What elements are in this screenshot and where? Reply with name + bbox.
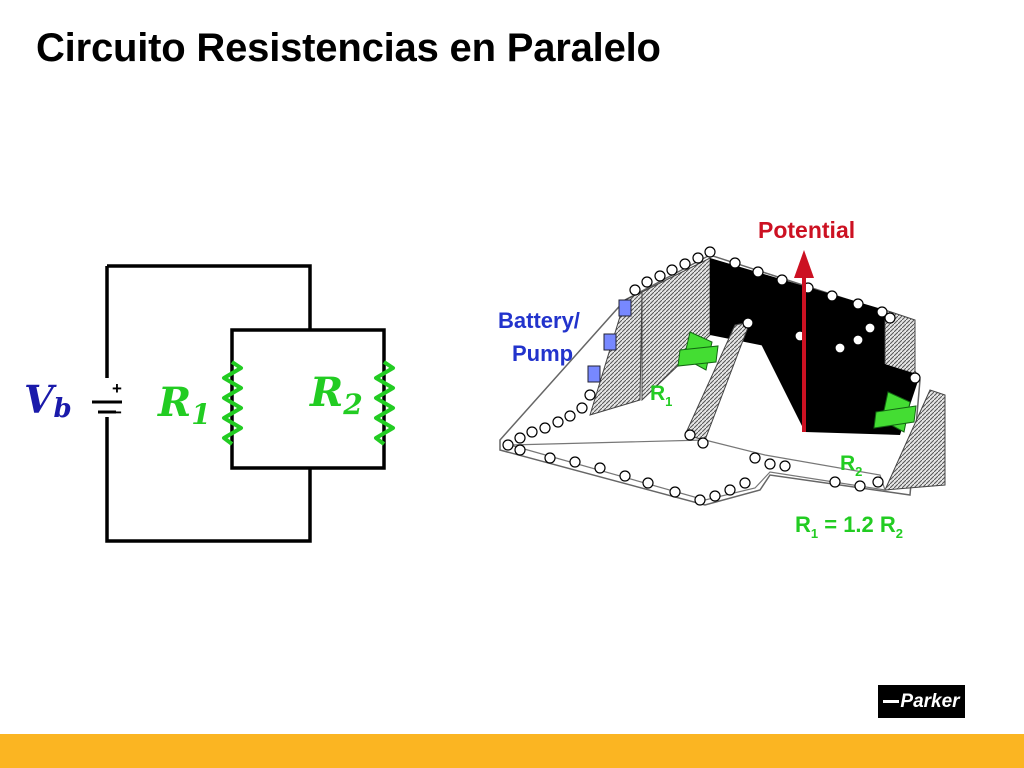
resistor-r2-zigzag	[374, 360, 395, 446]
parker-logo: Parker	[878, 685, 965, 718]
paddle-wheel-r1	[677, 331, 719, 371]
battery-pump-label-line1: Battery/	[498, 308, 580, 333]
potential-arrow	[794, 250, 814, 432]
battery-plus-sign: +	[112, 379, 122, 398]
relation-r1: R	[795, 512, 811, 537]
resistor-r1-symbol: R	[157, 379, 191, 426]
r2-channel-subscript: 2	[855, 464, 862, 479]
paddle-wheel-r2	[873, 391, 917, 433]
circuit-wires	[105, 264, 386, 543]
battery-symbol	[92, 400, 122, 414]
r2-slope	[884, 389, 946, 491]
footer-bar	[0, 734, 1024, 768]
circuit-diagram: + − Vb R1 R2	[24, 264, 395, 543]
middle-basin	[750, 322, 920, 435]
r1-channel-symbol: R	[650, 382, 665, 405]
resistor-r2-label: R2	[309, 369, 363, 421]
battery-minus-sign: −	[112, 403, 122, 422]
slide-title: Circuito Resistencias en Paralelo	[36, 26, 661, 70]
relation-r1-sub: 1	[811, 526, 818, 541]
resistor-r2-symbol: R	[309, 369, 343, 416]
source-voltage-subscript: b	[53, 394, 71, 424]
potential-analogy-diagram: Potential Battery/ Pump R1 R2 R1 = 1.2 R…	[498, 217, 946, 541]
r1-channel-label: R1	[650, 382, 672, 409]
upper-basin	[710, 258, 885, 370]
resistor-r1-zigzag	[222, 360, 243, 446]
relation-rest: = 1.2 R	[818, 512, 896, 537]
r2-channel-symbol: R	[840, 452, 855, 475]
source-voltage-label: Vb	[24, 377, 72, 424]
source-voltage-symbol: V	[24, 377, 57, 422]
relation-r2-sub: 2	[896, 526, 903, 541]
potential-label: Potential	[758, 217, 855, 243]
pump-boxes	[587, 299, 632, 383]
r2-channel-label: R2	[840, 452, 862, 479]
logo-bar-icon	[883, 700, 900, 703]
charge-carriers	[502, 246, 921, 506]
resistor-r1-subscript: 1	[191, 398, 210, 431]
resistance-relation: R1 = 1.2 R2	[795, 512, 903, 541]
parker-logo-text: Parker	[900, 690, 960, 712]
resistor-r2-subscript: 2	[342, 388, 362, 421]
battery-pump-label-line2: Pump	[512, 341, 573, 366]
r1-channel-subscript: 1	[665, 394, 672, 409]
resistor-r1-label: R1	[157, 379, 211, 431]
